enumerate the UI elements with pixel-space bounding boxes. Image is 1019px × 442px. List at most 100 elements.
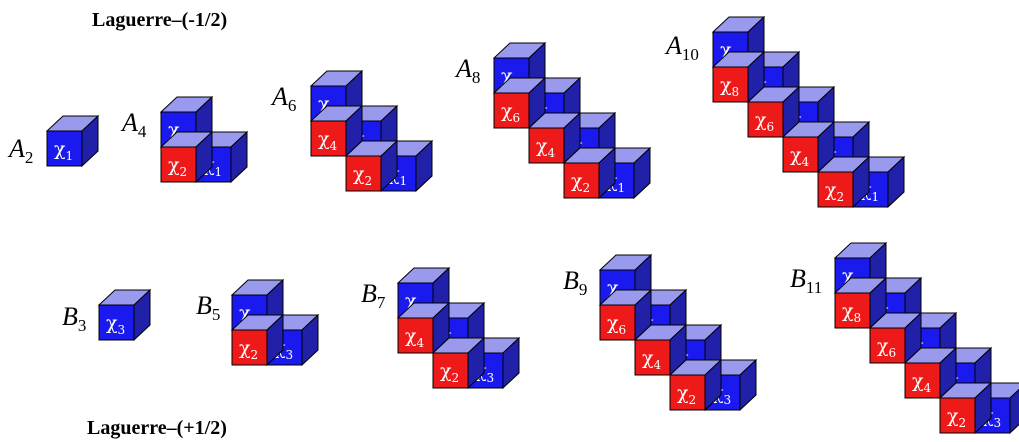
group-letter: A [666, 31, 682, 60]
heading-laguerre-minus-half: Laguerre–(-1/2) [92, 9, 228, 31]
chi-index: 1 [215, 165, 223, 179]
group-label-a8: A8 [456, 54, 480, 87]
group-letter: B [361, 279, 377, 308]
diagram-b9: χ9χ7χ6χ5χ4χ3χ2 [598, 253, 758, 412]
group-label-b11: B11 [790, 264, 823, 297]
chi-symbol: χ [912, 370, 924, 392]
cube-front-face [493, 92, 530, 129]
chi-index: 8 [854, 311, 862, 325]
chi-symbol: χ [755, 109, 767, 131]
chi-index: 2 [689, 393, 697, 407]
cube: χ2 [344, 139, 399, 193]
diagram-a4: χ3χ1χ2 [159, 95, 249, 184]
cube-label: χ2 [947, 405, 966, 430]
chi-index: 2 [251, 348, 259, 362]
group-index: 10 [681, 45, 699, 64]
group-index: 4 [137, 122, 147, 141]
cube-front-face [310, 120, 347, 157]
diagram-b11: χ11χ9χ8χ7χ6χ5χ4χ3χ2 [833, 241, 1019, 435]
group-letter: A [272, 82, 288, 111]
chi-symbol: χ [536, 135, 548, 157]
diagram-a10: χ9χ7χ8χ5χ6χ3χ4χ1χ2 [711, 15, 906, 209]
cube: χ1 [45, 114, 100, 168]
diagram-a6: χ5χ3χ4χ1χ2 [309, 69, 434, 193]
cube: χ2 [431, 336, 486, 390]
diagram-a8: χ7χ5χ6χ3χ4χ1χ2 [492, 41, 652, 200]
cube-front-face [712, 66, 749, 103]
chi-symbol: χ [642, 347, 654, 369]
cube: χ6 [492, 76, 547, 130]
cube-front-face [939, 397, 976, 434]
group-index: 5 [211, 305, 221, 324]
chi-symbol: χ [947, 405, 959, 427]
cube-front-face [904, 362, 941, 399]
chi-index: 8 [732, 85, 740, 99]
group-label-a2: A2 [9, 134, 33, 167]
cube-front-face [599, 304, 636, 341]
chi-index: 4 [417, 336, 425, 350]
cube-label: χ2 [353, 163, 372, 188]
cube-label: χ4 [405, 325, 425, 350]
cube: χ4 [396, 301, 451, 355]
chi-index: 2 [837, 190, 845, 204]
chi-symbol: χ [440, 360, 452, 382]
cube: χ4 [903, 346, 958, 400]
chi-symbol: χ [405, 325, 417, 347]
chi-symbol: χ [239, 337, 251, 359]
chi-index: 6 [619, 323, 627, 337]
cube: χ8 [833, 276, 888, 330]
group-label-a4: A4 [122, 108, 147, 141]
cube-label: χ4 [318, 128, 338, 153]
group-label-b3: B3 [62, 304, 87, 335]
group-letter: A [122, 108, 138, 137]
group-letter: B [563, 266, 579, 295]
cube-front-face [432, 352, 469, 389]
chi-index: 3 [994, 416, 1002, 430]
cube-label: χ4 [790, 144, 810, 169]
chi-symbol: χ [877, 335, 889, 357]
diagram-a2: χ1 [45, 114, 100, 168]
cube-front-face [782, 136, 819, 173]
cube: χ11 [833, 241, 888, 295]
cube-front-face [834, 292, 871, 329]
group-index: 7 [376, 293, 386, 312]
chi-symbol: χ [720, 74, 732, 96]
chi-index: 4 [330, 139, 338, 153]
chi-index: 3 [118, 323, 126, 337]
chi-index: 4 [654, 358, 662, 372]
group-letter: B [790, 264, 806, 293]
cube-label: χ6 [607, 312, 626, 337]
chi-symbol: χ [790, 144, 802, 166]
group-label-a10: A10 [666, 31, 699, 64]
cube-front-face [46, 130, 83, 167]
chi-index: 6 [767, 120, 775, 134]
group-letter: A [456, 54, 472, 83]
group-label-b5: B5 [196, 291, 221, 324]
cube-label: χ6 [501, 100, 520, 125]
cube-front-face [397, 317, 434, 354]
group-letter: A [9, 134, 25, 163]
chi-symbol: χ [106, 312, 118, 334]
cube: χ2 [668, 358, 723, 412]
chi-symbol: χ [318, 128, 330, 150]
group-letter: B [196, 291, 212, 320]
group-label-a6: A6 [272, 82, 296, 115]
chi-index: 2 [452, 371, 460, 385]
chi-index: 1 [66, 149, 74, 163]
group-index: 11 [805, 278, 823, 297]
chi-index: 4 [548, 146, 556, 160]
cube-label: χ1 [54, 138, 73, 163]
cube-label: χ2 [677, 382, 696, 407]
group-index: 3 [77, 316, 87, 335]
cube-front-face [231, 329, 268, 366]
chi-index: 3 [286, 348, 294, 362]
cube-front-face [563, 162, 600, 199]
cube-label: χ3 [106, 312, 125, 337]
group-label-b9: B9 [563, 266, 587, 299]
cube-label: χ8 [720, 74, 739, 99]
cube: χ2 [562, 146, 617, 200]
cube: χ6 [868, 311, 923, 365]
cube: χ2 [816, 155, 871, 209]
cube-label: χ4 [642, 347, 662, 372]
